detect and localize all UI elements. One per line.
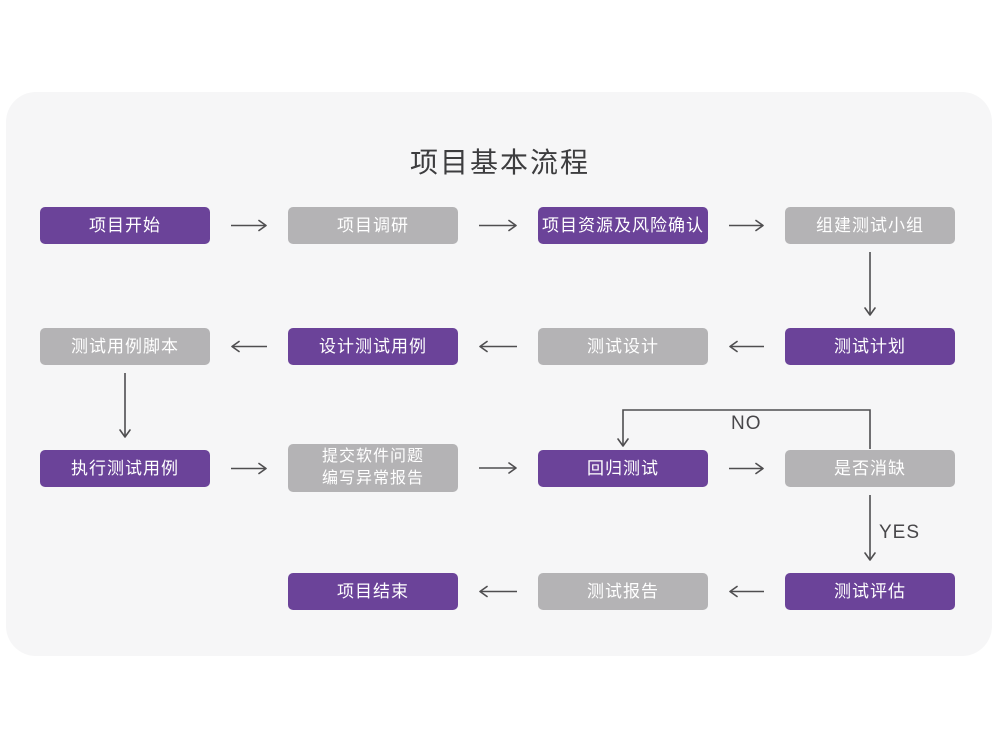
flow-node-defect: 是否消缺 xyxy=(785,450,955,487)
flow-node-script: 测试用例脚本 xyxy=(40,328,210,365)
flow-node-case-design: 设计测试用例 xyxy=(288,328,458,365)
flow-node-report: 测试报告 xyxy=(538,573,708,610)
flow-node-label: 组建测试小组 xyxy=(816,215,924,235)
flow-node-label: 设计测试用例 xyxy=(319,336,427,356)
flow-node-team: 组建测试小组 xyxy=(785,207,955,244)
flow-node-submit: 提交软件问题编写异常报告 xyxy=(288,444,458,492)
flow-node-label: 测试计划 xyxy=(834,336,906,356)
flow-node-label: 提交软件问题 xyxy=(321,448,424,465)
flow-node-execute: 执行测试用例 xyxy=(40,450,210,487)
flow-node-evaluate: 测试评估 xyxy=(785,573,955,610)
page-title: 项目基本流程 xyxy=(409,147,590,178)
flow-node-resources: 项目资源及风险确认 xyxy=(538,207,708,244)
decision-label-no: NO xyxy=(731,413,762,434)
flow-node-label: 项目调研 xyxy=(337,215,409,235)
flow-node-start: 项目开始 xyxy=(40,207,210,244)
flow-node-design: 测试设计 xyxy=(538,328,708,365)
flow-node-label: 测试用例脚本 xyxy=(71,336,179,356)
flow-node-label: 执行测试用例 xyxy=(71,458,179,478)
flow-node-label: 测试设计 xyxy=(587,336,659,356)
flow-node-regression: 回归测试 xyxy=(538,450,708,487)
flow-node-label: 项目开始 xyxy=(89,215,161,235)
decision-label-yes: YES xyxy=(879,522,921,543)
flow-node-label: 回归测试 xyxy=(587,458,659,478)
flow-node-label-line2: 编写异常报告 xyxy=(321,470,424,487)
flow-node-label: 项目结束 xyxy=(337,581,409,601)
flow-node-research: 项目调研 xyxy=(288,207,458,244)
flow-node-label: 是否消缺 xyxy=(834,458,906,478)
flow-node-label: 测试评估 xyxy=(834,581,906,601)
flowchart-panel xyxy=(6,92,992,656)
flow-node-end: 项目结束 xyxy=(288,573,458,610)
flow-node-plan: 测试计划 xyxy=(785,328,955,365)
flow-node-label: 项目资源及风险确认 xyxy=(542,215,704,235)
flow-node-label: 测试报告 xyxy=(587,581,659,601)
